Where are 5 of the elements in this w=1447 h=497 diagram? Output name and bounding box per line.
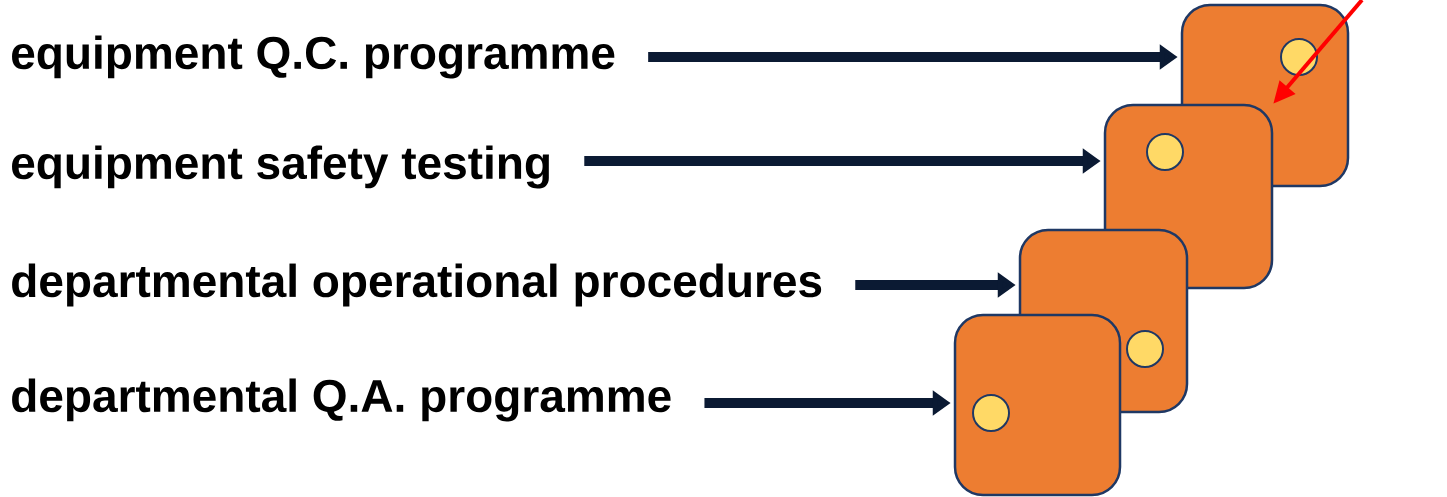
label-text: departmental Q.A. programme bbox=[12, 378, 671, 422]
label-text: departmental operational procedures bbox=[12, 263, 822, 307]
label-text: equipment Q.C. programme bbox=[12, 35, 615, 79]
slice bbox=[953, 313, 1122, 497]
label-text: equipment safety testing bbox=[12, 145, 549, 189]
